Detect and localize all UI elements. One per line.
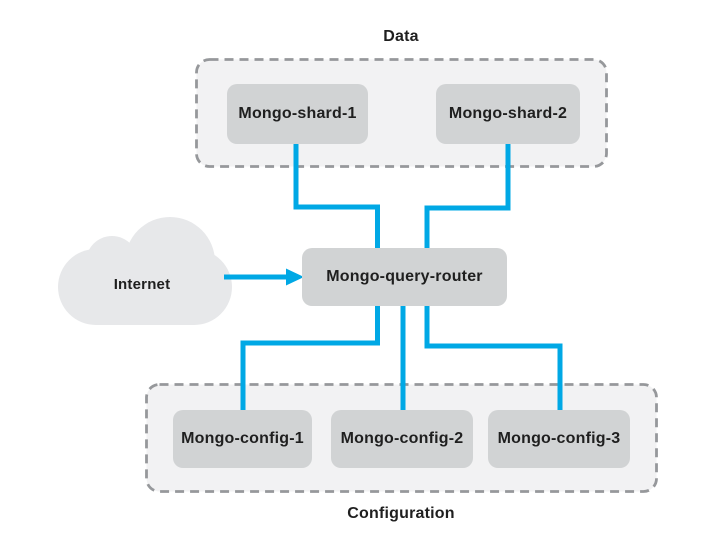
connector-shard2-to-router bbox=[424, 142, 511, 251]
data-group-label: Data bbox=[383, 28, 419, 45]
internet-label: Internet bbox=[113, 276, 171, 293]
node-label: Mongo-config-1 bbox=[181, 430, 304, 447]
connector-shard1-to-router bbox=[293, 142, 380, 251]
node-label: Mongo-config-2 bbox=[340, 430, 464, 447]
connector-router-to-config1 bbox=[240, 303, 380, 413]
node-mongo-shard-2: Mongo-shard-2 bbox=[436, 84, 580, 144]
node-label: Mongo-shard-1 bbox=[238, 105, 357, 122]
node-label: Mongo-config-3 bbox=[497, 430, 621, 447]
node-label: Mongo-query-router bbox=[326, 268, 483, 285]
node-mongo-query-router: Mongo-query-router bbox=[302, 248, 507, 306]
arrow-right-icon bbox=[224, 268, 304, 286]
configuration-group-label: Configuration bbox=[347, 505, 455, 522]
node-mongo-config-3: Mongo-config-3 bbox=[488, 410, 630, 468]
node-mongo-config-1: Mongo-config-1 bbox=[173, 410, 312, 468]
connector-router-to-config3 bbox=[424, 303, 563, 413]
cloud-icon bbox=[58, 217, 232, 325]
node-mongo-config-2: Mongo-config-2 bbox=[331, 410, 473, 468]
node-mongo-shard-1: Mongo-shard-1 bbox=[227, 84, 368, 144]
node-label: Mongo-shard-2 bbox=[448, 105, 568, 122]
